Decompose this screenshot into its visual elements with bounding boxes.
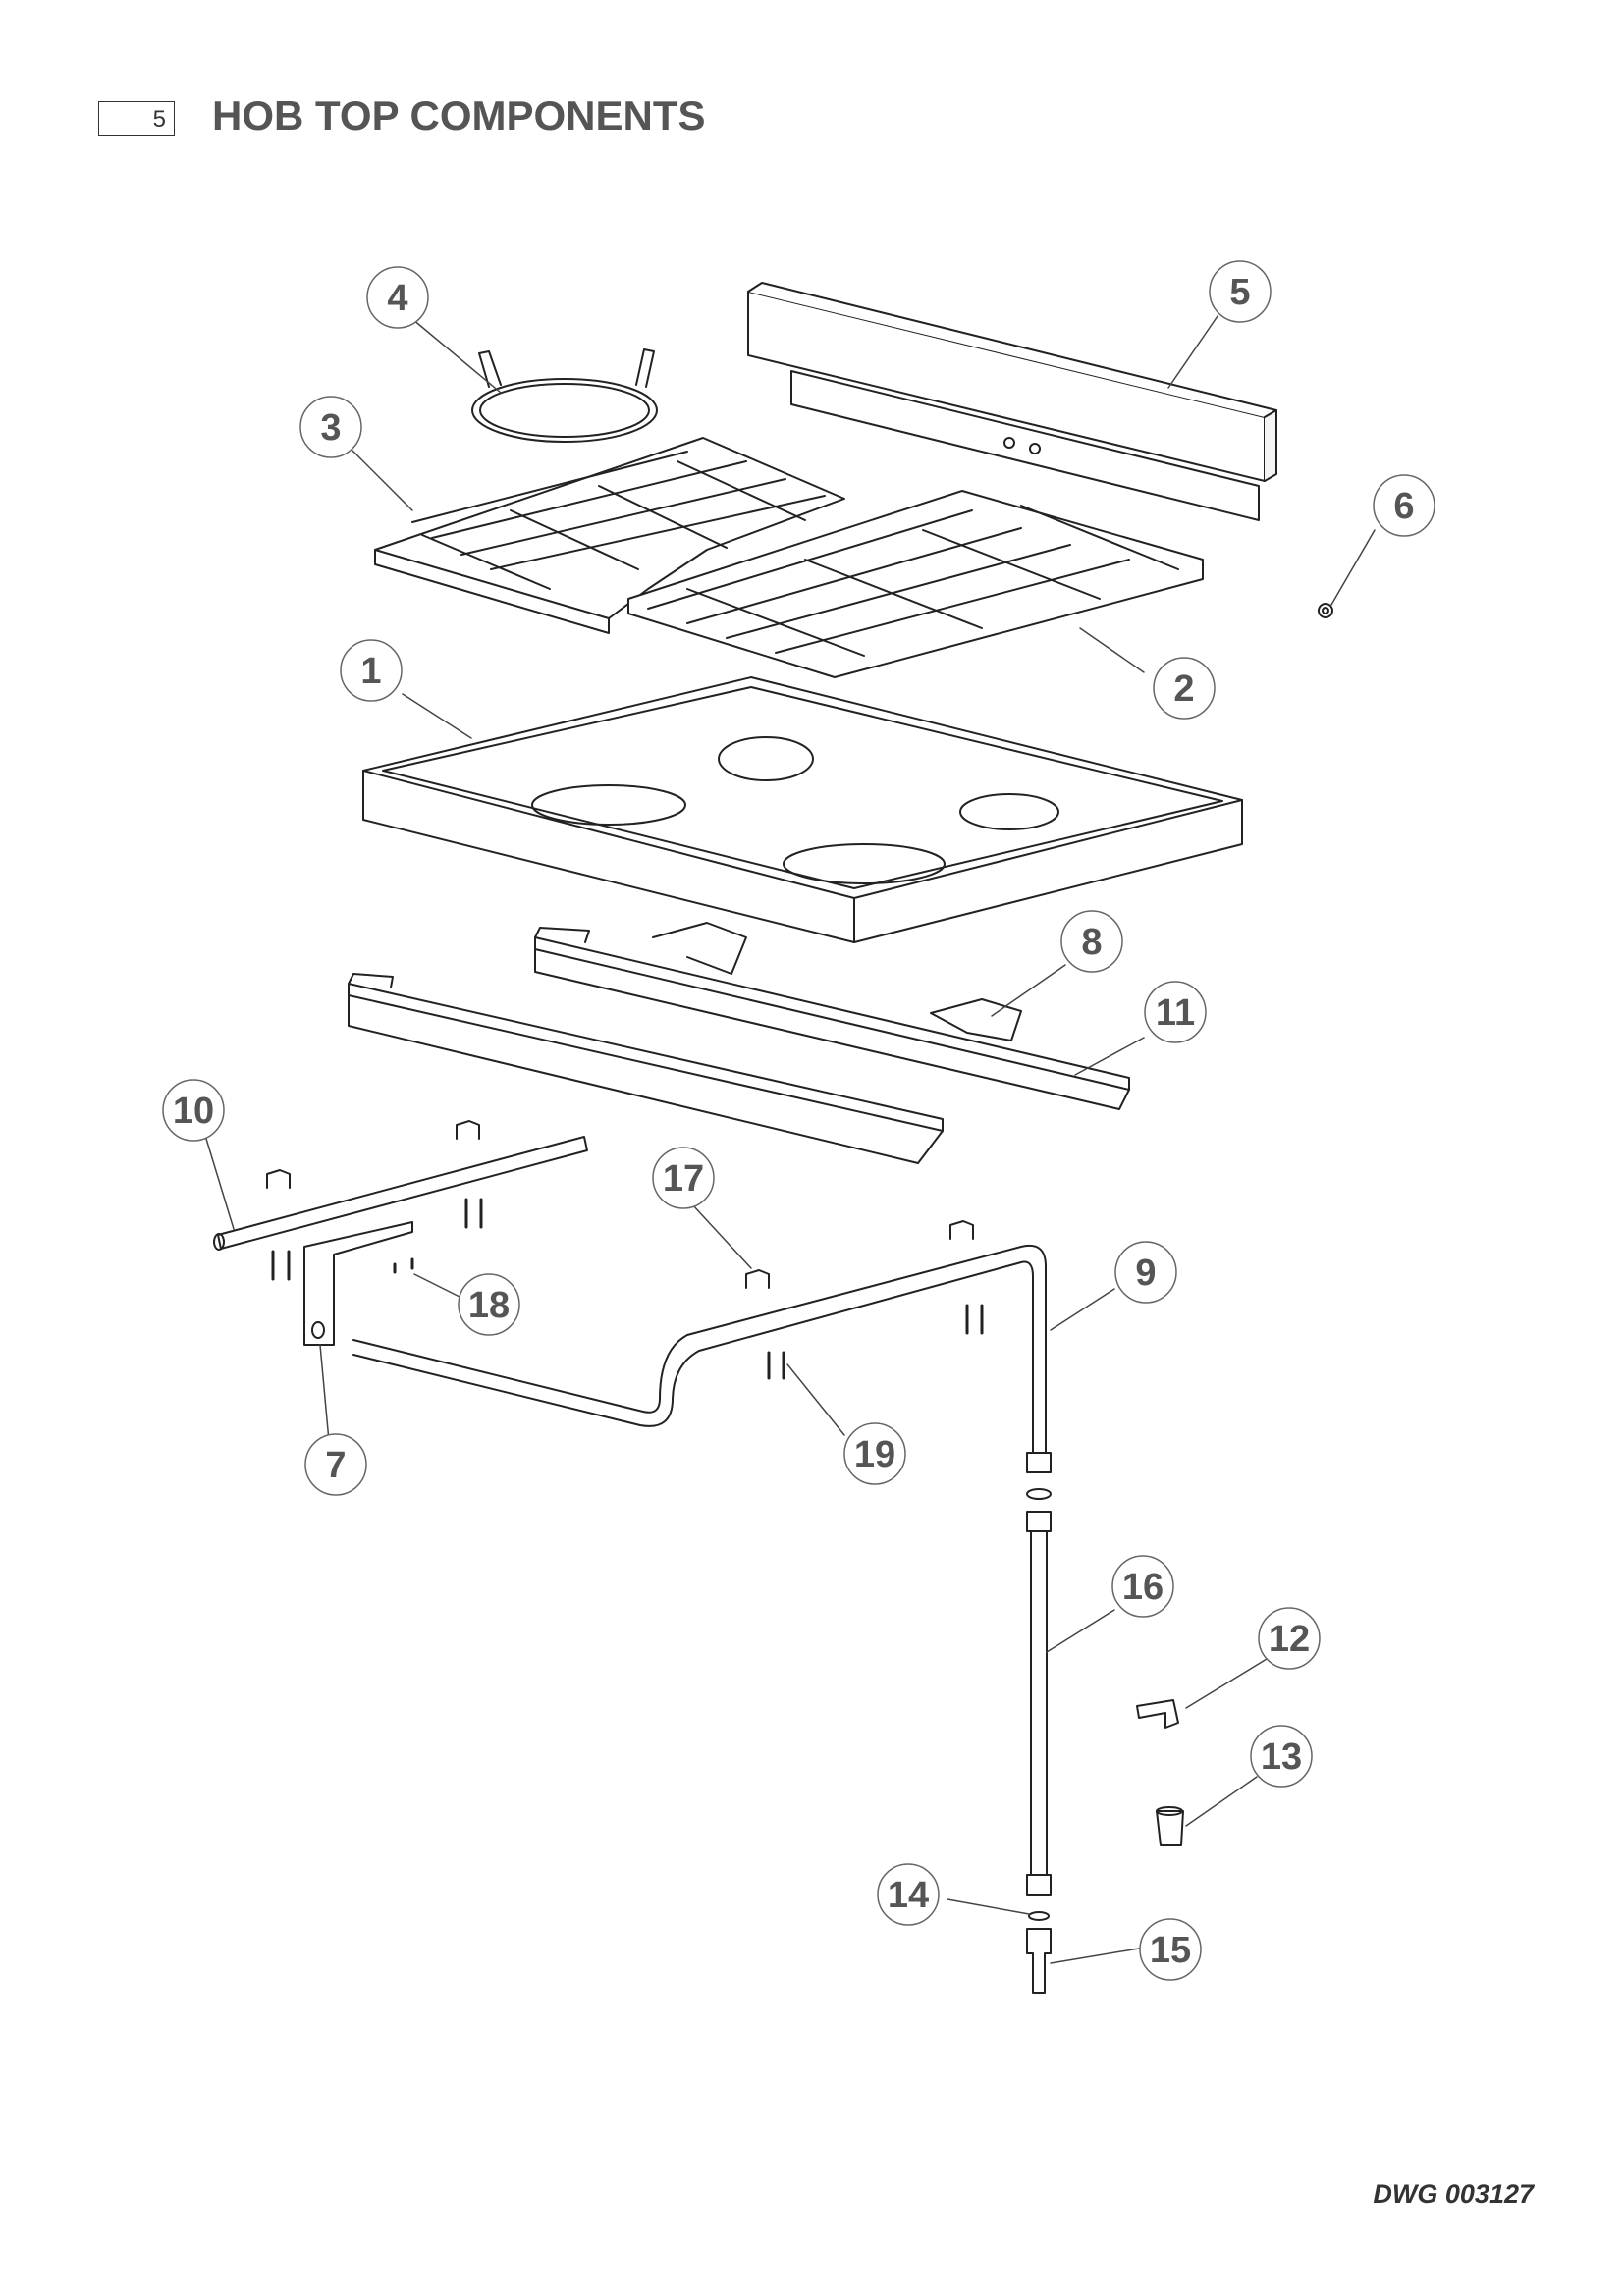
part-nut [1318, 603, 1333, 618]
part-hob-tray [362, 676, 1243, 943]
callout-17-label: 17 [663, 1158, 704, 1200]
callout-19-label: 19 [854, 1434, 895, 1475]
callout-15-label: 15 [1150, 1930, 1191, 1971]
callout-13: 13 [1250, 1725, 1313, 1788]
callout-7: 7 [304, 1433, 367, 1496]
part-trivet-right [627, 490, 1204, 678]
part-bracket-small [930, 998, 1022, 1041]
part-pipe [213, 1136, 588, 1251]
section-number: 5 [152, 106, 166, 133]
part-back-guard [747, 282, 1277, 521]
callout-8: 8 [1060, 910, 1123, 973]
callout-3: 3 [299, 396, 362, 458]
callout-12-label: 12 [1269, 1619, 1310, 1660]
callout-10: 10 [162, 1079, 225, 1142]
part-inlet-connector [1026, 1928, 1052, 1994]
callout-5-label: 5 [1229, 272, 1250, 313]
callout-16-label: 16 [1122, 1567, 1164, 1608]
page-title: HOB TOP COMPONENTS [212, 92, 706, 138]
callout-7-label: 7 [325, 1445, 346, 1486]
part-support-rail-front [348, 973, 944, 1164]
callout-12: 12 [1258, 1607, 1321, 1670]
part-trivet-left [374, 437, 845, 634]
callout-6: 6 [1373, 474, 1435, 537]
callout-16: 16 [1111, 1555, 1174, 1618]
part-washer [1028, 1911, 1050, 1921]
part-support-rail-rear [534, 922, 1130, 1110]
part-bush [1156, 1806, 1184, 1846]
part-clips [266, 1120, 974, 1289]
callout-1-label: 1 [360, 651, 381, 692]
callout-15: 15 [1139, 1918, 1202, 1981]
callout-17: 17 [652, 1147, 715, 1209]
part-bracket-side [303, 1221, 413, 1346]
part-wok-ring [471, 348, 658, 443]
callout-6-label: 6 [1393, 486, 1414, 527]
callout-18: 18 [458, 1273, 520, 1336]
callout-19: 19 [843, 1422, 906, 1485]
callout-14: 14 [877, 1863, 940, 1926]
callout-5: 5 [1209, 260, 1272, 323]
callout-10-label: 10 [173, 1091, 214, 1132]
part-clamp [1136, 1699, 1179, 1729]
callout-8-label: 8 [1081, 922, 1102, 963]
callout-18-label: 18 [468, 1285, 510, 1326]
part-vertical-pipe [1026, 1488, 1052, 1896]
callout-9-label: 9 [1135, 1253, 1156, 1294]
callout-11: 11 [1144, 981, 1207, 1043]
leader-lines [205, 315, 1376, 1964]
drawing-number: DWG 003127 [1373, 2179, 1534, 2209]
callout-13-label: 13 [1261, 1736, 1302, 1778]
callout-2-label: 2 [1173, 668, 1194, 710]
callout-3-label: 3 [320, 407, 341, 449]
callout-11-label: 11 [1156, 992, 1195, 1034]
callout-2: 2 [1153, 657, 1216, 720]
part-screws [271, 1198, 984, 1380]
callout-1: 1 [340, 639, 403, 702]
callout-14-label: 14 [888, 1875, 929, 1916]
section-number-box: 5 [98, 101, 175, 136]
callout-4: 4 [366, 266, 429, 329]
callout-4-label: 4 [387, 278, 407, 319]
callout-9: 9 [1114, 1241, 1177, 1304]
part-gas-manifold [352, 1245, 1052, 1473]
